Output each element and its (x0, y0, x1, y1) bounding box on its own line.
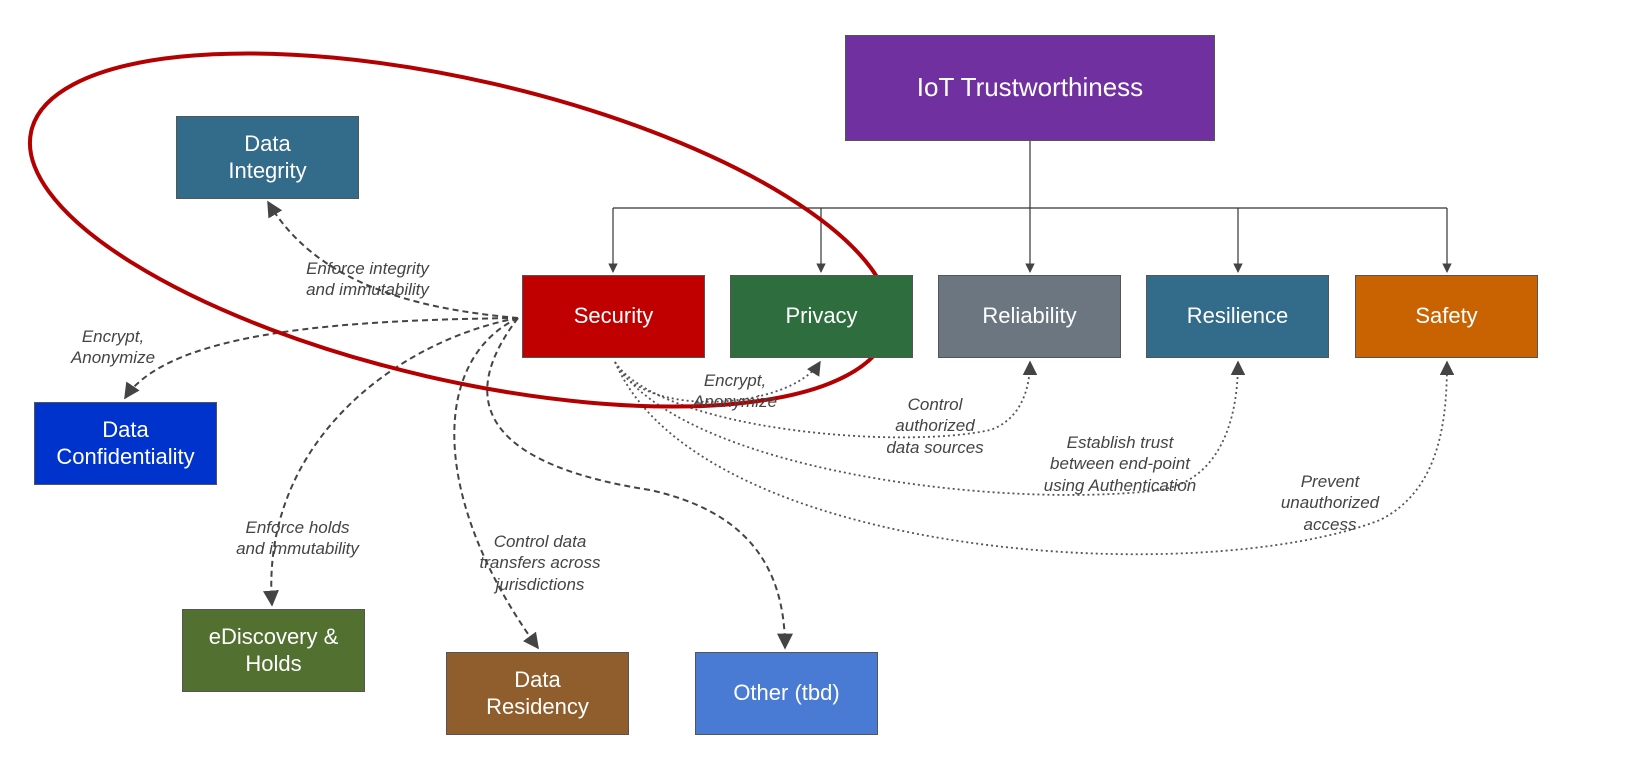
node-other: Other (tbd) (695, 652, 878, 735)
node-safety: Safety (1355, 275, 1538, 358)
label-holds: Enforce holds and immutability (236, 518, 359, 559)
node-data-integrity: Data Integrity (176, 116, 359, 199)
label-residency: Control data transfers across jurisdicti… (479, 532, 601, 594)
dotted-edges (614, 360, 1455, 556)
node-ediscovery: eDiscovery & Holds (182, 609, 365, 692)
edge-to-privacy (614, 360, 821, 403)
label-confidentiality: Encrypt, Anonymize (70, 327, 156, 368)
edge-to-data-integrity (267, 200, 519, 319)
edge-to-data-confidentiality (124, 317, 519, 400)
node-data-confidentiality: Data Confidentiality (34, 402, 217, 485)
node-resilience: Resilience (1146, 275, 1329, 358)
edge-to-reliability (614, 360, 1038, 439)
edge-to-safety (614, 360, 1455, 556)
node-security: Security (522, 275, 705, 358)
label-integrity: Enforce integrity and immutability (306, 259, 429, 300)
label-resilience: Establish trust between end-point using … (1043, 433, 1197, 495)
hierarchy-connectors (608, 141, 1452, 273)
edge-to-ediscovery (262, 317, 519, 607)
label-reliability: Control authorized data sources (886, 395, 984, 457)
label-privacy: Encrypt, Anonymize (692, 371, 778, 412)
node-privacy: Privacy (730, 275, 913, 358)
edge-to-data-residency (453, 317, 539, 650)
label-safety: Prevent unauthorized access (1280, 472, 1380, 534)
node-iot-trustworthiness: IoT Trustworthiness (845, 35, 1215, 141)
edge-to-other (486, 317, 793, 650)
node-reliability: Reliability (938, 275, 1121, 358)
node-data-residency: Data Residency (446, 652, 629, 735)
